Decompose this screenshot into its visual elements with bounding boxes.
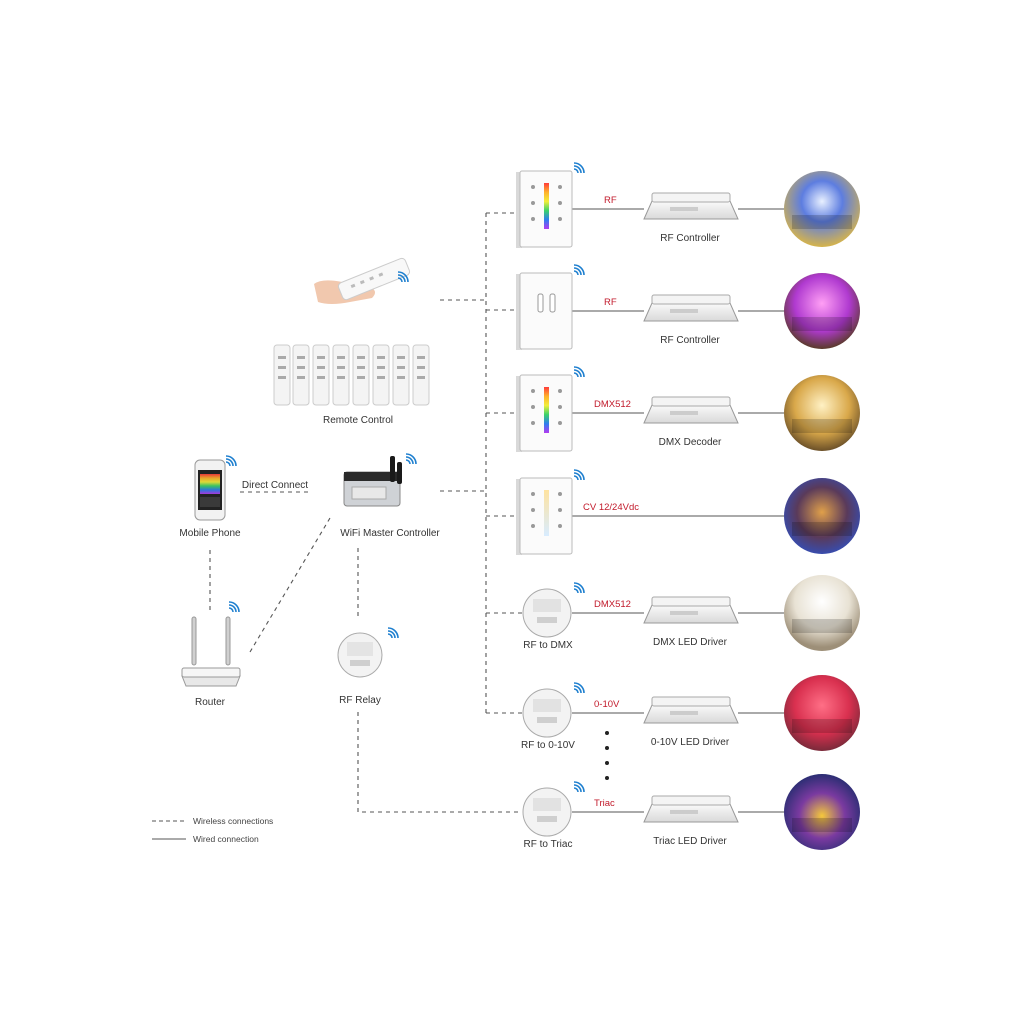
driver-label: 0-10V LED Driver: [650, 737, 730, 748]
driver-column: [643, 192, 739, 823]
wifi-icon: [573, 582, 585, 594]
driver-image: [643, 696, 739, 724]
driver-label: RF Controller: [660, 233, 720, 244]
rf-relay-label: RF Relay: [339, 695, 381, 706]
wifi-master-controller-label: WiFi Master Controller: [340, 528, 440, 539]
legend-wired-label: Wired connection: [193, 834, 259, 844]
wifi-icon: [405, 453, 417, 465]
driver-image: [643, 795, 739, 823]
wifi-icon: [573, 366, 585, 378]
mobile-phone-image: [194, 459, 226, 521]
direct-connect-label: Direct Connect: [241, 480, 309, 491]
scene-photo: [784, 478, 860, 554]
signal-label: RF: [604, 297, 617, 308]
scene-photo: [784, 375, 860, 451]
remote-hand-image: [314, 257, 411, 304]
scene-column: [784, 171, 860, 850]
driver-image: [643, 396, 739, 424]
scene-photo: [784, 774, 860, 850]
router-label: Router: [194, 697, 226, 708]
rf-converter-image: [522, 688, 572, 738]
router-image: [181, 616, 241, 687]
signal-label: DMX512: [594, 599, 631, 610]
driver-image: [643, 192, 739, 220]
signal-label: Triac: [594, 798, 615, 809]
legend-wireless-label: Wireless connections: [193, 816, 274, 826]
remote-control-label: Remote Control: [322, 415, 394, 426]
driver-image: [643, 596, 739, 624]
driver-label: DMX Decoder: [658, 437, 722, 448]
driver-label: Triac LED Driver: [653, 836, 727, 847]
wifi-icon: [573, 682, 585, 694]
wifi-icon: [387, 627, 399, 639]
rf-relay-image: [337, 632, 383, 678]
wifi-icon: [573, 162, 585, 174]
driver-label: RF Controller: [660, 335, 720, 346]
connection-lines: [209, 208, 784, 813]
wifi-icon: [225, 455, 237, 467]
converter-label: RF to DMX: [523, 640, 573, 651]
scene-photo: [784, 675, 860, 751]
wall-panel-image: [516, 374, 573, 452]
remote-controls-image: [273, 344, 430, 406]
driver-image: [643, 294, 739, 322]
signal-label: 0-10V: [594, 699, 620, 710]
mobile-phone-label: Mobile Phone: [179, 528, 241, 539]
wifi-icon: [573, 469, 585, 481]
wifi-icon: [397, 271, 409, 283]
wall-panel-image: [516, 477, 573, 555]
scene-photo: [784, 575, 860, 651]
wifi-icon: [573, 264, 585, 276]
relay-triac-link: [357, 712, 522, 813]
wall-panel-image: [516, 272, 573, 350]
wifi-master-controller-image: [343, 456, 402, 507]
rf-converter-image: [522, 588, 572, 638]
driver-label: DMX LED Driver: [653, 637, 727, 648]
continuation-dots: [605, 731, 609, 780]
signal-label: DMX512: [594, 399, 631, 410]
converter-label: RF to 0-10V: [521, 740, 575, 751]
scene-photo: [784, 171, 860, 247]
signal-label: CV 12/24Vdc: [583, 502, 639, 513]
rf-converter-image: [522, 787, 572, 837]
signal-label: RF: [604, 195, 617, 206]
router-master-link: [249, 517, 331, 653]
wifi-icon: [228, 601, 240, 613]
wifi-icon: [573, 781, 585, 793]
converter-label: RF to Triac: [523, 839, 573, 850]
scene-photo: [784, 273, 860, 349]
device-column: [516, 162, 585, 837]
wall-panel-image: [516, 170, 573, 248]
